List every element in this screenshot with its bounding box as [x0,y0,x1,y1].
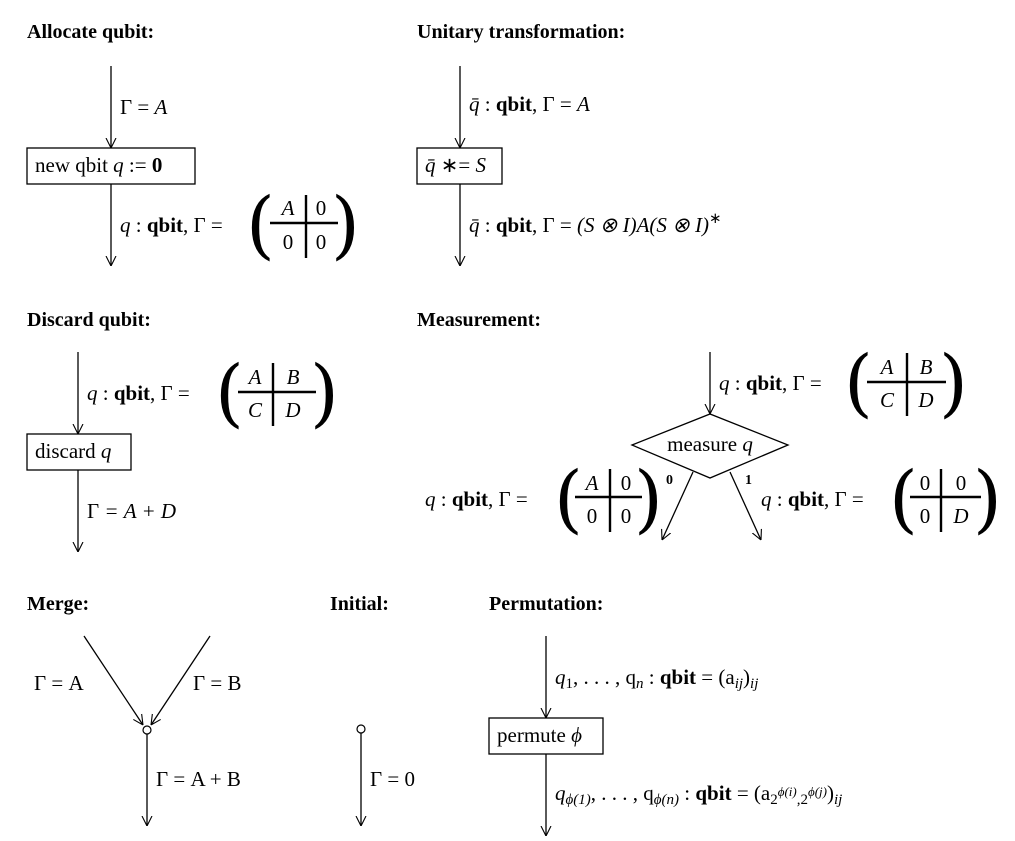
matrix-cell: C [880,388,895,412]
matrix-cell: 0 [621,504,632,528]
allocate-box-label: new qbit q := 0 [35,153,162,177]
measurement-section: Measurement: q : qbit, Γ = ( ) A B C D m… [417,309,1002,542]
unitary-out-label: q̄ : qbit, Γ = (S ⊗ I)A(S ⊗ I)∗ [469,211,722,237]
matrix-cell: C [248,398,263,422]
unitary-title: Unitary transformation: [417,21,625,43]
allocate-qubit-title: Allocate qubit: [27,21,154,43]
merge-out-label: Γ = A + B [156,767,241,791]
allocate-in-label: Γ = A [120,95,167,119]
branch-label-1: 1 [745,473,752,488]
discard-in-label: q : qbit, Γ = [87,381,190,405]
discard-title: Discard qubit: [27,309,151,331]
measure-diamond-label: measure q [667,432,753,456]
matrix-left-paren: ( [554,456,583,542]
matrix-cell: D [284,398,300,422]
matrix-cell: 0 [316,230,327,254]
matrix-right-paren: ) [973,456,1002,542]
measurement-left-arrow [662,471,694,540]
permutation-section: Permutation: q1, . . . , qn : qbit = (ai… [488,593,842,836]
unitary-in-label: q̄ : qbit, Γ = A [469,92,590,116]
branch-label-0: 0 [666,473,673,488]
matrix-cell: 0 [920,471,931,495]
discard-matrix: ( ) A B C D [215,350,339,436]
matrix-cell: 0 [316,196,327,220]
allocate-qubit-section: Allocate qubit: Γ = A new qbit q := 0 q … [26,21,360,268]
matrix-cell: A [247,365,262,389]
discard-box-label: discard q [35,439,112,463]
initial-section: Initial: Γ = 0 [330,593,415,826]
initial-title: Initial: [330,593,389,615]
matrix-cell: D [952,504,968,528]
measure-diamond [630,413,790,479]
permutation-in-label: q1, . . . , qn : qbit = (aij)ij [555,665,758,692]
permutation-out-label: qϕ(1), . . . , qϕ(n) : qbit = (a2ϕ(i),2ϕ… [555,781,842,808]
unitary-transformation-section: Unitary transformation: q̄ : qbit, Γ = A… [416,21,722,266]
matrix-right-paren: ) [634,456,663,542]
permutation-title: Permutation: [489,593,603,615]
matrix-cell: B [287,365,300,389]
measurement-right-arrow [729,471,761,540]
matrix-cell: 0 [956,471,967,495]
measurement-title: Measurement: [417,309,541,331]
matrix-cell: A [584,471,599,495]
allocate-out-label: q : qbit, Γ = [120,213,223,237]
merge-node [142,725,152,735]
matrix-left-paren: ( [889,456,918,542]
merge-title: Merge: [27,593,89,615]
merge-right-in-arrow [151,635,211,725]
discard-qubit-section: Discard qubit: q : qbit, Γ = ( ) A B C D… [26,309,339,552]
unitary-box-label: q̄ ∗= S [425,153,486,177]
matrix-cell: B [920,355,933,379]
discard-out-label: Γ = A + D [87,499,176,523]
merge-right-in-label: Γ = B [193,671,242,695]
merge-left-in-arrow [83,635,143,725]
matrix-cell: 0 [587,504,598,528]
permutation-box-label: permute ϕ [497,723,582,747]
permutation-box [488,717,604,755]
allocate-matrix: ( ) A 0 0 0 [246,182,360,268]
measurement-right-label: q : qbit, Γ = [761,487,864,511]
measurement-in-label: q : qbit, Γ = [719,371,822,395]
discard-box [26,433,132,471]
matrix-cell: A [879,355,894,379]
matrix-right-paren: ) [331,182,360,268]
matrix-cell: 0 [621,471,632,495]
matrix-cell: 0 [283,230,294,254]
measurement-left-label: q : qbit, Γ = [425,487,528,511]
measurement-in-matrix: ( ) A B C D [844,340,968,426]
matrix-cell: D [917,388,933,412]
merge-section: Merge: Γ = A Γ = B Γ = A + B [27,593,242,826]
matrix-cell: 0 [920,504,931,528]
measurement-right-matrix: ( ) 0 0 0 D [889,456,1002,542]
merge-left-in-label: Γ = A [34,671,84,695]
matrix-cell: A [280,196,295,220]
initial-node [356,724,366,734]
measurement-left-matrix: ( ) A 0 0 0 [554,456,663,542]
matrix-left-paren: ( [246,182,275,268]
initial-out-label: Γ = 0 [370,767,415,791]
